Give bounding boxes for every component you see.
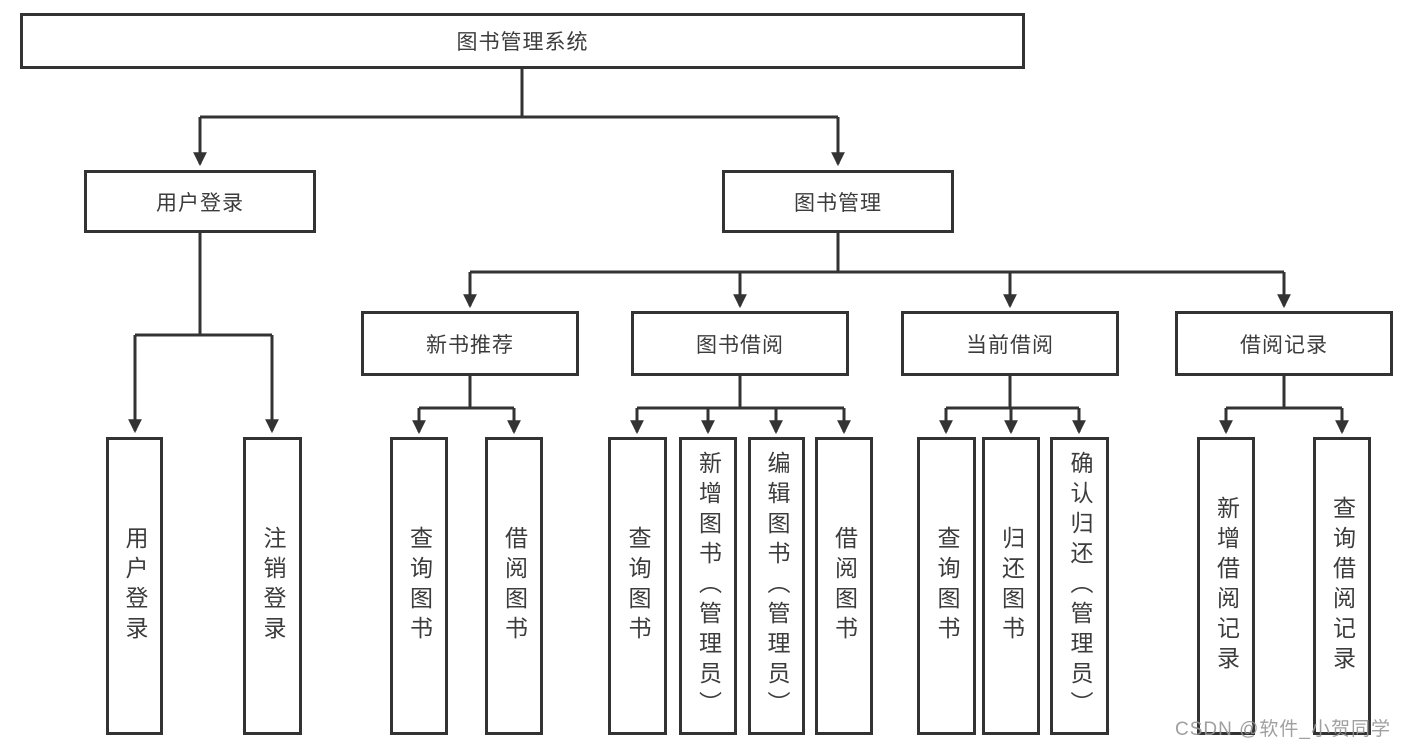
node-borrowing-records-label: 借阅记录 <box>1240 333 1328 357</box>
node-book-management-label: 图书管理 <box>794 191 882 215</box>
leaf-label: 借阅图书 <box>831 526 858 646</box>
leaf-confirm-return-admin: 确认归还（管理员） <box>1050 437 1109 735</box>
leaf-query-books-recommend: 查询图书 <box>390 437 448 735</box>
node-current-borrowing-label: 当前借阅 <box>966 333 1054 357</box>
leaf-label: 归还图书 <box>998 526 1025 646</box>
leaf-label: 借阅图书 <box>501 526 528 646</box>
leaf-label: 确认归还（管理员） <box>1067 451 1093 721</box>
leaf-label: 查询图书 <box>625 526 651 646</box>
node-user-login-label: 用户登录 <box>156 191 244 215</box>
leaf-label: 注销登录 <box>260 526 286 646</box>
node-new-book-recommend: 新书推荐 <box>361 311 579 376</box>
leaf-label: 新增图书（管理员） <box>695 451 722 721</box>
leaf-label: 查询借阅记录 <box>1329 496 1356 676</box>
leaf-return-books: 归还图书 <box>982 437 1040 735</box>
node-book-borrowing: 图书借阅 <box>631 311 849 376</box>
leaf-borrow-books-borrowing: 借阅图书 <box>815 437 873 735</box>
leaf-edit-books-admin: 编辑图书（管理员） <box>748 437 805 735</box>
node-book-borrowing-label: 图书借阅 <box>696 333 784 357</box>
connector-group <box>128 69 1349 435</box>
leaf-label: 查询图书 <box>406 526 433 646</box>
leaf-label: 新增借阅记录 <box>1213 496 1240 676</box>
leaf-label: 用户登录 <box>122 526 148 646</box>
node-borrowing-records: 借阅记录 <box>1175 311 1393 376</box>
leaf-label: 查询图书 <box>934 526 960 646</box>
leaf-query-borrow-record: 查询借阅记录 <box>1313 437 1371 735</box>
node-book-management: 图书管理 <box>722 170 954 233</box>
node-root-label: 图书管理系统 <box>456 31 589 54</box>
csdn-watermark: CSDN @软件_小贺同学 <box>1175 719 1391 740</box>
node-current-borrowing: 当前借阅 <box>901 311 1119 376</box>
node-new-book-recommend-label: 新书推荐 <box>426 333 514 357</box>
leaf-borrow-books-recommend: 借阅图书 <box>485 437 543 735</box>
leaf-user-login-action: 用户登录 <box>106 437 163 735</box>
leaf-logout-action: 注销登录 <box>243 437 302 735</box>
leaf-query-books-borrowing: 查询图书 <box>608 437 667 735</box>
leaf-add-books-admin: 新增图书（管理员） <box>679 437 737 735</box>
leaf-add-borrow-record: 新增借阅记录 <box>1197 437 1255 735</box>
leaf-label: 编辑图书（管理员） <box>764 451 790 721</box>
node-root: 图书管理系统 <box>20 13 1025 69</box>
leaf-query-books-current: 查询图书 <box>917 437 976 735</box>
node-user-login: 用户登录 <box>84 170 316 233</box>
